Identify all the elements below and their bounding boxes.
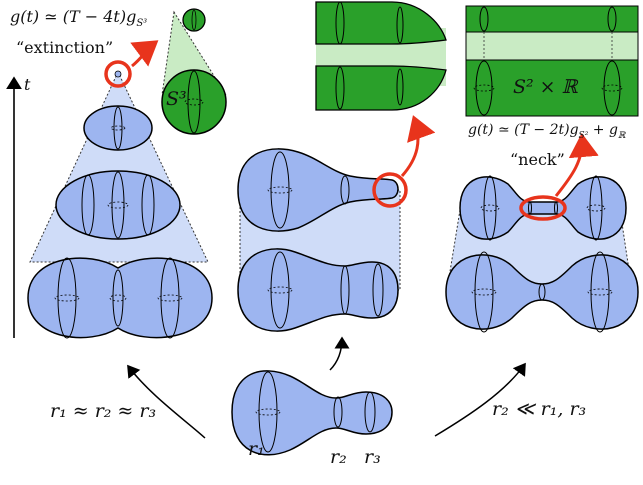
left-initial-peanut: [27, 257, 213, 339]
extinction-zoom-arrow: [130, 40, 159, 68]
right-necked-shape: [459, 176, 627, 240]
neck-zoom: [465, 5, 639, 117]
extinction-highlight: [104, 60, 132, 88]
right-evolution: [445, 133, 639, 333]
s3-label: S³: [166, 88, 187, 110]
arrow-to-right: [434, 362, 526, 437]
arrow-to-middle: [329, 336, 350, 371]
left-mid-ellipsoid: [55, 170, 181, 240]
neck-highlight: [519, 195, 567, 221]
left-evolution: [27, 40, 213, 339]
radius-r3-label: r₃: [364, 446, 381, 468]
initial-dumbbell: [231, 370, 393, 456]
middle-initial-dumbbell: [237, 248, 399, 332]
s3-sphere: [161, 69, 227, 135]
pinch-zoom-arrow: [400, 115, 436, 177]
pinch-highlight: [372, 172, 408, 208]
extinction-caption: “extinction”: [16, 38, 114, 57]
s3-zoom: [161, 8, 227, 135]
radius-r2-label: r₂: [330, 446, 347, 468]
time-axis-label: t: [24, 75, 31, 94]
metric-s3-formula: g(t) ≃ (T − 4t)gS³: [10, 7, 148, 30]
radius-r1-label: r₁: [248, 438, 265, 460]
cusp-zoom: [315, 1, 447, 111]
s2xr-label: S² × ℝ: [513, 76, 578, 98]
initial-manifold: [231, 370, 393, 456]
condition-equal-radii: r₁ ≈ r₂ ≈ r₃: [50, 400, 157, 422]
middle-evolution: [237, 115, 436, 332]
neck-caption: “neck”: [510, 150, 565, 169]
neck-zoom-arrow: [554, 133, 599, 197]
condition-neck-radii: r₂ ≪ r₁, r₃: [492, 398, 587, 420]
middle-pinching-shape: [237, 148, 399, 232]
right-initial-dumbbell: [445, 254, 639, 330]
left-small-ellipsoid: [83, 105, 153, 151]
arrow-to-left: [127, 364, 206, 439]
metric-neck-formula: g(t) ≃ (T − 2t)gS² + gℝ: [468, 122, 626, 141]
